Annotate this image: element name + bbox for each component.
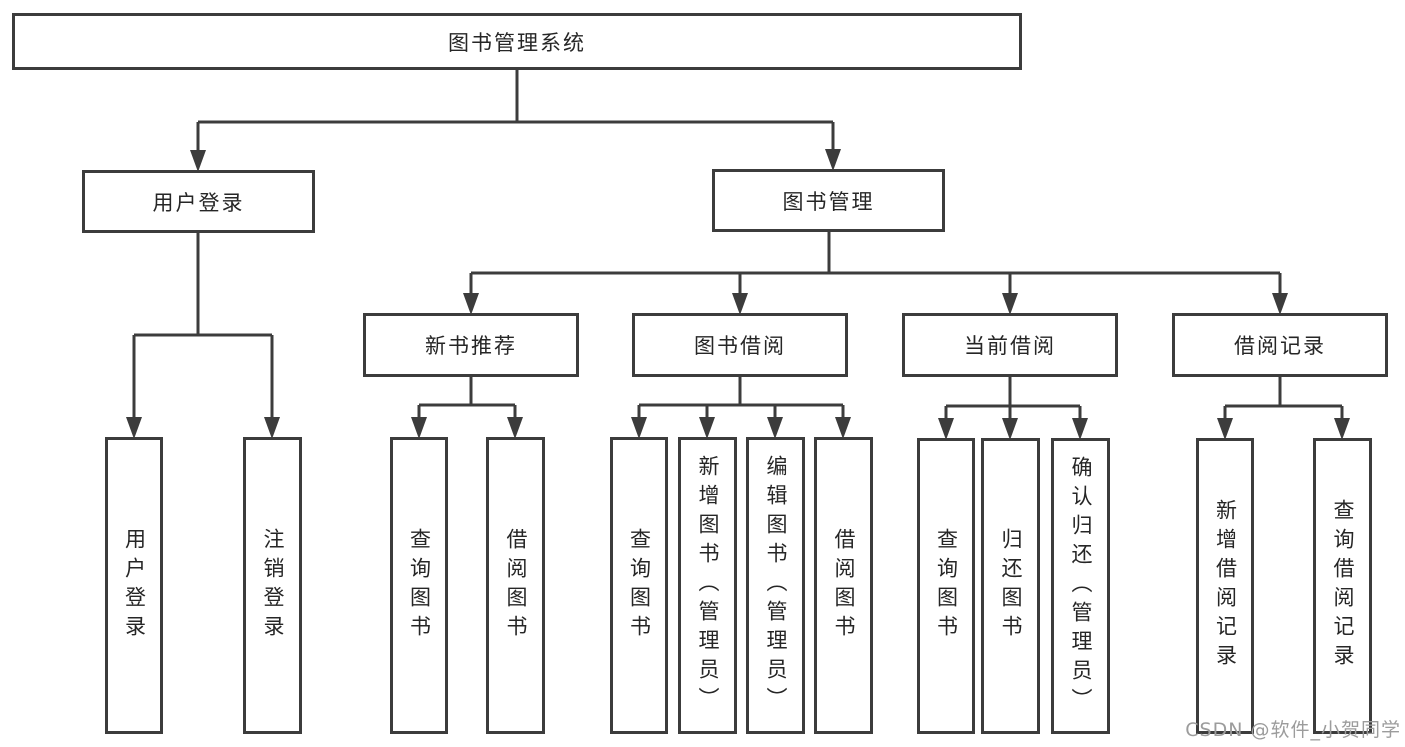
leaf-query-books-recommend: 查询图书 (390, 437, 448, 734)
leaf-confirm-return-admin: 确认归还（管理员） (1051, 438, 1110, 734)
leaf-query-books-borrow: 查询图书 (610, 437, 668, 734)
node-user-login: 用户登录 (82, 170, 315, 233)
leaf-query-borrow-record: 查询借阅记录 (1313, 438, 1372, 734)
leaf-query-books-current: 查询图书 (917, 438, 975, 734)
leaf-add-borrow-record: 新增借阅记录 (1196, 438, 1254, 734)
csdn-watermark: CSDN @软件_小贺同学 (1185, 719, 1401, 741)
node-borrow-records: 借阅记录 (1172, 313, 1388, 377)
node-book-management: 图书管理 (712, 169, 945, 232)
leaf-borrow-books-recommend: 借阅图书 (486, 437, 545, 734)
leaf-borrow-books-borrow: 借阅图书 (814, 437, 873, 734)
leaf-edit-book-admin: 编辑图书（管理员） (746, 437, 805, 734)
node-new-book-recommend: 新书推荐 (363, 313, 579, 377)
node-root-library-system: 图书管理系统 (12, 13, 1022, 70)
leaf-add-book-admin: 新增图书（管理员） (678, 437, 737, 734)
leaf-logout-login: 注销登录 (243, 437, 302, 734)
leaf-return-books: 归还图书 (981, 438, 1040, 734)
leaf-user-login: 用户登录 (105, 437, 163, 734)
node-book-borrow: 图书借阅 (632, 313, 848, 377)
node-current-borrow: 当前借阅 (902, 313, 1118, 377)
